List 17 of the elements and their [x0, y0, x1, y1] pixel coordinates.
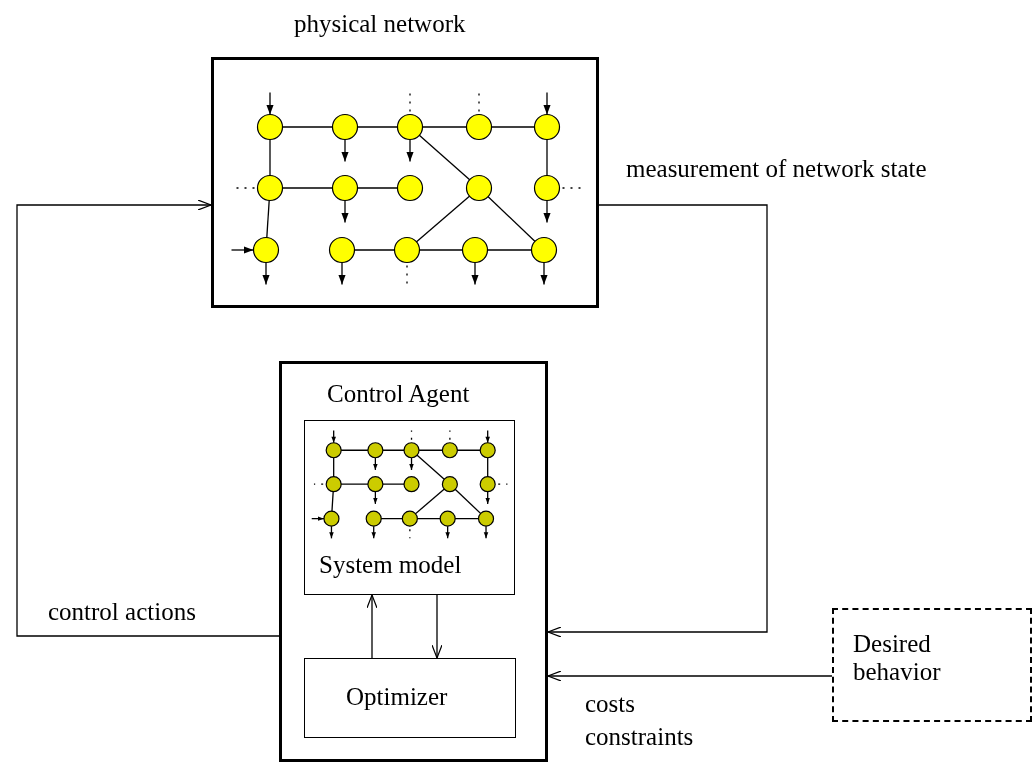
edge-label: measurement of network state: [626, 155, 927, 183]
box-label: Optimizer: [346, 683, 448, 711]
heading: physical network: [294, 10, 466, 38]
box: [304, 658, 516, 738]
arrow: [366, 594, 378, 659]
box-label: Control Agent: [327, 380, 470, 408]
box: [304, 420, 515, 595]
arrow: [431, 594, 443, 659]
edge-label: control actions: [48, 598, 196, 626]
box: [279, 361, 548, 762]
dashed-box: [832, 608, 1032, 722]
arrow: [547, 670, 833, 682]
arrow: [547, 204, 768, 638]
arrow: [16, 199, 280, 637]
box-label: Desired behavior: [853, 630, 942, 685]
box-label: System model: [319, 551, 462, 579]
edge-label: costs constraints: [585, 689, 695, 752]
